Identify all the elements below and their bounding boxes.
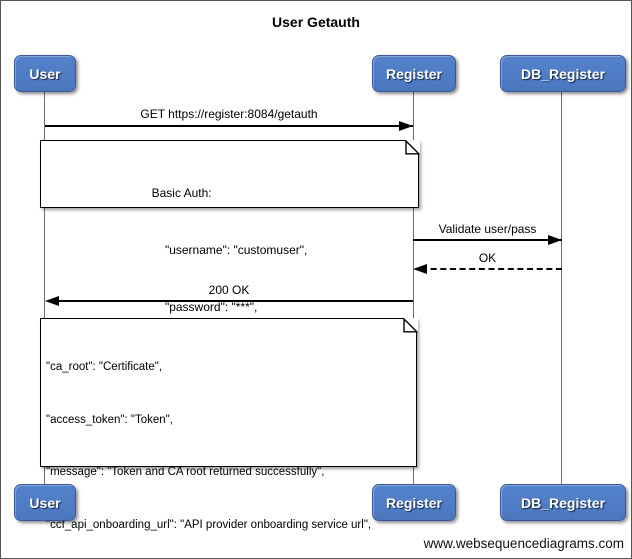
- message-line-validate: [413, 239, 562, 241]
- arrowhead-right-icon: [399, 121, 413, 131]
- actor-label-db-register: DB_Register: [520, 65, 606, 82]
- actor-box-user-top: User: [14, 55, 76, 92]
- message-label-get: GET https://register:8084/getauth: [140, 107, 318, 121]
- note-line: "username": "customuser",: [151, 243, 308, 257]
- watermark-url: www.websequencediagrams.com: [423, 536, 624, 551]
- arrowhead-right-icon: [548, 235, 562, 245]
- actor-box-register-bottom: Register: [372, 484, 456, 521]
- lifeline-register: [413, 92, 414, 485]
- note-fold-icon: [402, 317, 418, 333]
- actor-box-register-top: Register: [372, 55, 456, 92]
- actor-box-user-bottom: User: [14, 484, 76, 521]
- message-line-get: [45, 125, 413, 127]
- actor-label-user: User: [29, 65, 61, 82]
- note-line: "message": "Token and CA root returned s…: [46, 466, 325, 478]
- message-line-ok: [421, 268, 562, 270]
- message-label-200ok: 200 OK: [208, 283, 250, 297]
- message-line-200ok: [53, 300, 413, 302]
- arrowhead-left-icon: [413, 264, 427, 274]
- message-label-validate: Validate user/pass: [438, 222, 537, 236]
- note-line: "password": "***",: [151, 300, 258, 314]
- actor-label-register: Register: [385, 494, 443, 511]
- actor-label-db-register: DB_Register: [520, 494, 606, 511]
- note-text: "ca_root": "Certificate", "access_token"…: [41, 319, 416, 558]
- note-basic-auth: Basic Auth: "username": "customuser", "p…: [40, 139, 420, 314]
- note-line: Basic Auth:: [151, 186, 212, 200]
- note-response-body: "ca_root": "Certificate", "access_token"…: [40, 317, 418, 531]
- diagram-title: User Getauth: [272, 14, 360, 30]
- note-line: "access_token": "Token",: [46, 413, 173, 426]
- actor-label-user: User: [29, 494, 61, 511]
- note-line: "ccf_api_onboarding_url": "API provider …: [46, 518, 372, 531]
- message-label-ok: OK: [478, 251, 497, 265]
- note-line: "ca_root": "Certificate",: [46, 361, 163, 373]
- actor-box-db-register-top: DB_Register: [500, 55, 626, 92]
- note-text: Basic Auth: "username": "customuser", "p…: [151, 141, 308, 314]
- arrowhead-left-icon: [45, 296, 59, 306]
- lifeline-db-register: [561, 92, 562, 485]
- note-fold-icon: [404, 139, 420, 155]
- actor-label-register: Register: [385, 65, 443, 82]
- actor-box-db-register-bottom: DB_Register: [500, 484, 626, 521]
- lifeline-user: [44, 92, 45, 485]
